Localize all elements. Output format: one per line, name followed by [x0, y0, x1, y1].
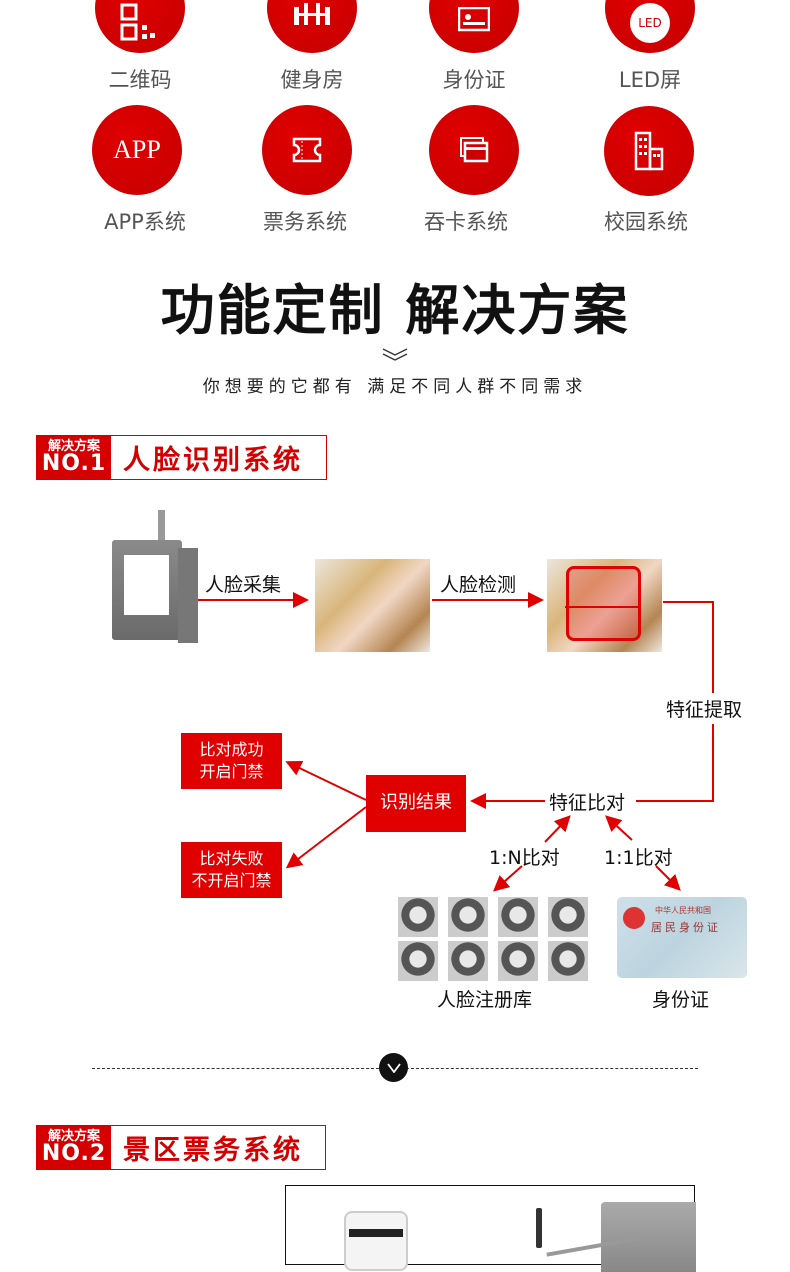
- led-glyph: LED: [630, 3, 670, 43]
- feature-label: 二维码: [108, 68, 172, 92]
- face-thumb: [448, 941, 488, 981]
- id-card-label: 身份证: [652, 989, 710, 1011]
- ticket-icon: [262, 105, 352, 195]
- card-icon: [429, 105, 519, 195]
- tag-number: NO.1: [41, 451, 107, 476]
- arrow-fail: [285, 806, 367, 869]
- arrow-success: [285, 760, 367, 801]
- turnstile-image: [112, 510, 198, 645]
- feature-label: 票务系统: [263, 210, 347, 234]
- id-card-image: 中华人民共和国 居民身份证: [617, 897, 747, 978]
- solution-name: 景区票务系统: [123, 1135, 303, 1166]
- phone-image: [344, 1211, 408, 1271]
- fail-line: 比对失败: [199, 849, 264, 869]
- arrow-1n-down: [493, 865, 523, 892]
- tag-number: NO.2: [41, 1141, 107, 1166]
- double-chevron-icon: [382, 348, 408, 361]
- step-extract-label: 特征提取: [664, 693, 745, 724]
- emblem-icon: [623, 907, 645, 929]
- step-capture-label: 人脸采集: [205, 574, 282, 596]
- feature-label: APP系统: [104, 210, 186, 234]
- solution-name: 人脸识别系统: [123, 445, 303, 476]
- face-thumb: [448, 897, 488, 937]
- success-line: 开启门禁: [199, 762, 264, 781]
- feature-label: 吞卡系统: [424, 210, 508, 234]
- feature-label: LED屏: [618, 68, 682, 92]
- step-compare-label: 特征比对: [546, 788, 629, 815]
- face-thumb: [498, 941, 538, 981]
- page-title: 功能定制 解决方案: [160, 279, 630, 342]
- chevron-down-icon[interactable]: [379, 1053, 408, 1082]
- face-photo: [315, 559, 430, 652]
- face-database-label: 人脸注册库: [437, 989, 533, 1011]
- feature-label: 校园系统: [604, 210, 688, 234]
- step-detect-label: 人脸检测: [440, 574, 517, 596]
- fail-line: 不开启门禁: [191, 871, 272, 890]
- success-box: 比对成功开启门禁: [181, 733, 282, 789]
- arrow-11-down: [655, 865, 681, 891]
- face-thumb: [548, 941, 588, 981]
- face-thumb: [398, 897, 438, 937]
- app-glyph: APP: [113, 135, 161, 164]
- feature-label: 身份证: [442, 68, 506, 92]
- arrow-11-up: [605, 815, 633, 841]
- fail-box: 比对失败不开启门禁: [181, 842, 282, 898]
- result-label: 识别结果: [380, 792, 452, 814]
- tag-label: 解决方案: [47, 1129, 100, 1144]
- face-thumb: [548, 897, 588, 937]
- id-card-subtitle: 居民身份证: [651, 921, 721, 934]
- one-to-n-label: 1:N比对: [489, 847, 560, 869]
- face-detect-frame-icon: [566, 566, 641, 641]
- ticket-system-image: [285, 1185, 696, 1272]
- face-thumb: [398, 941, 438, 981]
- one-to-one-label: 1:1比对: [604, 847, 673, 869]
- result-box: 识别结果: [366, 775, 466, 832]
- page-subtitle: 你想要的它都有 满足不同人群不同需求: [202, 377, 588, 397]
- feature-label: 健身房: [280, 68, 344, 92]
- turnstile-image: [601, 1202, 696, 1272]
- tag-label: 解决方案: [47, 439, 100, 454]
- face-detect-photo: [547, 559, 662, 652]
- face-database-grid: [398, 897, 590, 981]
- success-line: 比对成功: [199, 740, 264, 760]
- app-icon: APP: [92, 105, 182, 195]
- face-thumb: [498, 897, 538, 937]
- building-icon: [604, 106, 694, 196]
- id-card-title: 中华人民共和国: [655, 906, 711, 915]
- arrow-1n-up: [544, 815, 571, 843]
